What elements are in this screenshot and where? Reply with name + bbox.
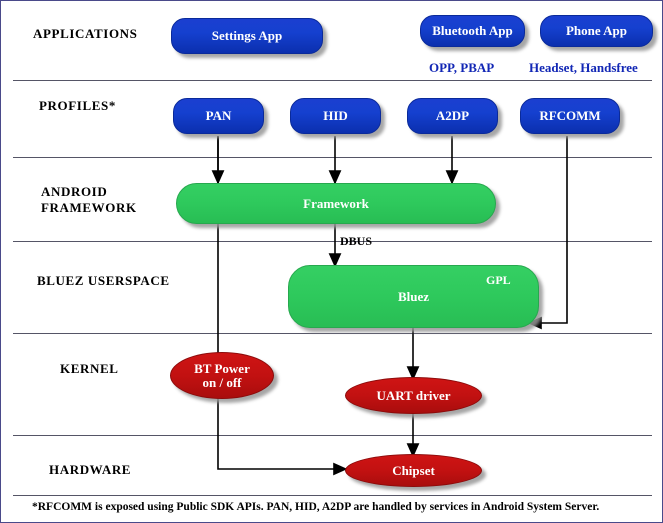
node-settings-app-label: Settings App [211,28,283,43]
node-bt-power[interactable]: BT Power on / off [170,352,274,399]
node-uart-driver[interactable]: UART driver [345,377,482,414]
layer-label-profiles: PROFILES* [39,98,116,113]
node-rfcomm-label: RFCOMM [539,108,601,123]
node-framework-label: Framework [303,195,369,211]
annotation-opp-pbap: OPP, PBAP [429,60,495,75]
divider-framework [13,241,652,242]
layer-label-bluez-userspace: BLUEZ USERSPACE [37,273,170,288]
layer-label-android-framework: ANDROID FRAMEWORK [41,184,137,215]
node-pan[interactable]: PAN [173,98,264,134]
layer-label-kernel: KERNEL [60,361,119,376]
node-a2dp-label: A2DP [435,108,470,123]
node-hid[interactable]: HID [290,98,381,134]
node-bluetooth-app-label: Bluetooth App [432,23,513,38]
annotation-headset-handsfree: Headset, Handsfree [529,60,638,75]
node-hid-label: HID [323,108,348,123]
layer-label-hardware: HARDWARE [49,462,132,477]
divider-kernel [13,435,652,436]
node-framework[interactable]: Framework [176,183,496,224]
node-rfcomm[interactable]: RFCOMM [520,98,620,134]
node-bluetooth-app[interactable]: Bluetooth App [420,15,525,47]
node-bt-power-label: BT Power on / off [194,360,250,390]
annotation-dbus: DBUS [340,234,373,248]
node-chipset[interactable]: Chipset [345,454,482,487]
layer-label-applications: APPLICATIONS [33,26,138,41]
divider-profiles [13,157,652,158]
node-phone-app-label: Phone App [565,23,628,38]
node-chipset-label: Chipset [392,462,435,478]
node-bluez[interactable]: Bluez [288,265,539,328]
node-uart-driver-label: UART driver [376,387,451,403]
footnote-text: *RFCOMM is exposed using Public SDK APIs… [32,501,600,513]
annotation-gpl: GPL [486,273,511,287]
node-phone-app[interactable]: Phone App [540,15,653,47]
node-a2dp[interactable]: A2DP [407,98,498,134]
divider-hardware [13,495,652,496]
node-pan-label: PAN [205,108,232,123]
node-settings-app[interactable]: Settings App [171,18,323,54]
node-bluez-label: Bluez [397,288,430,304]
divider-applications [13,80,652,81]
divider-bluez [13,333,652,334]
